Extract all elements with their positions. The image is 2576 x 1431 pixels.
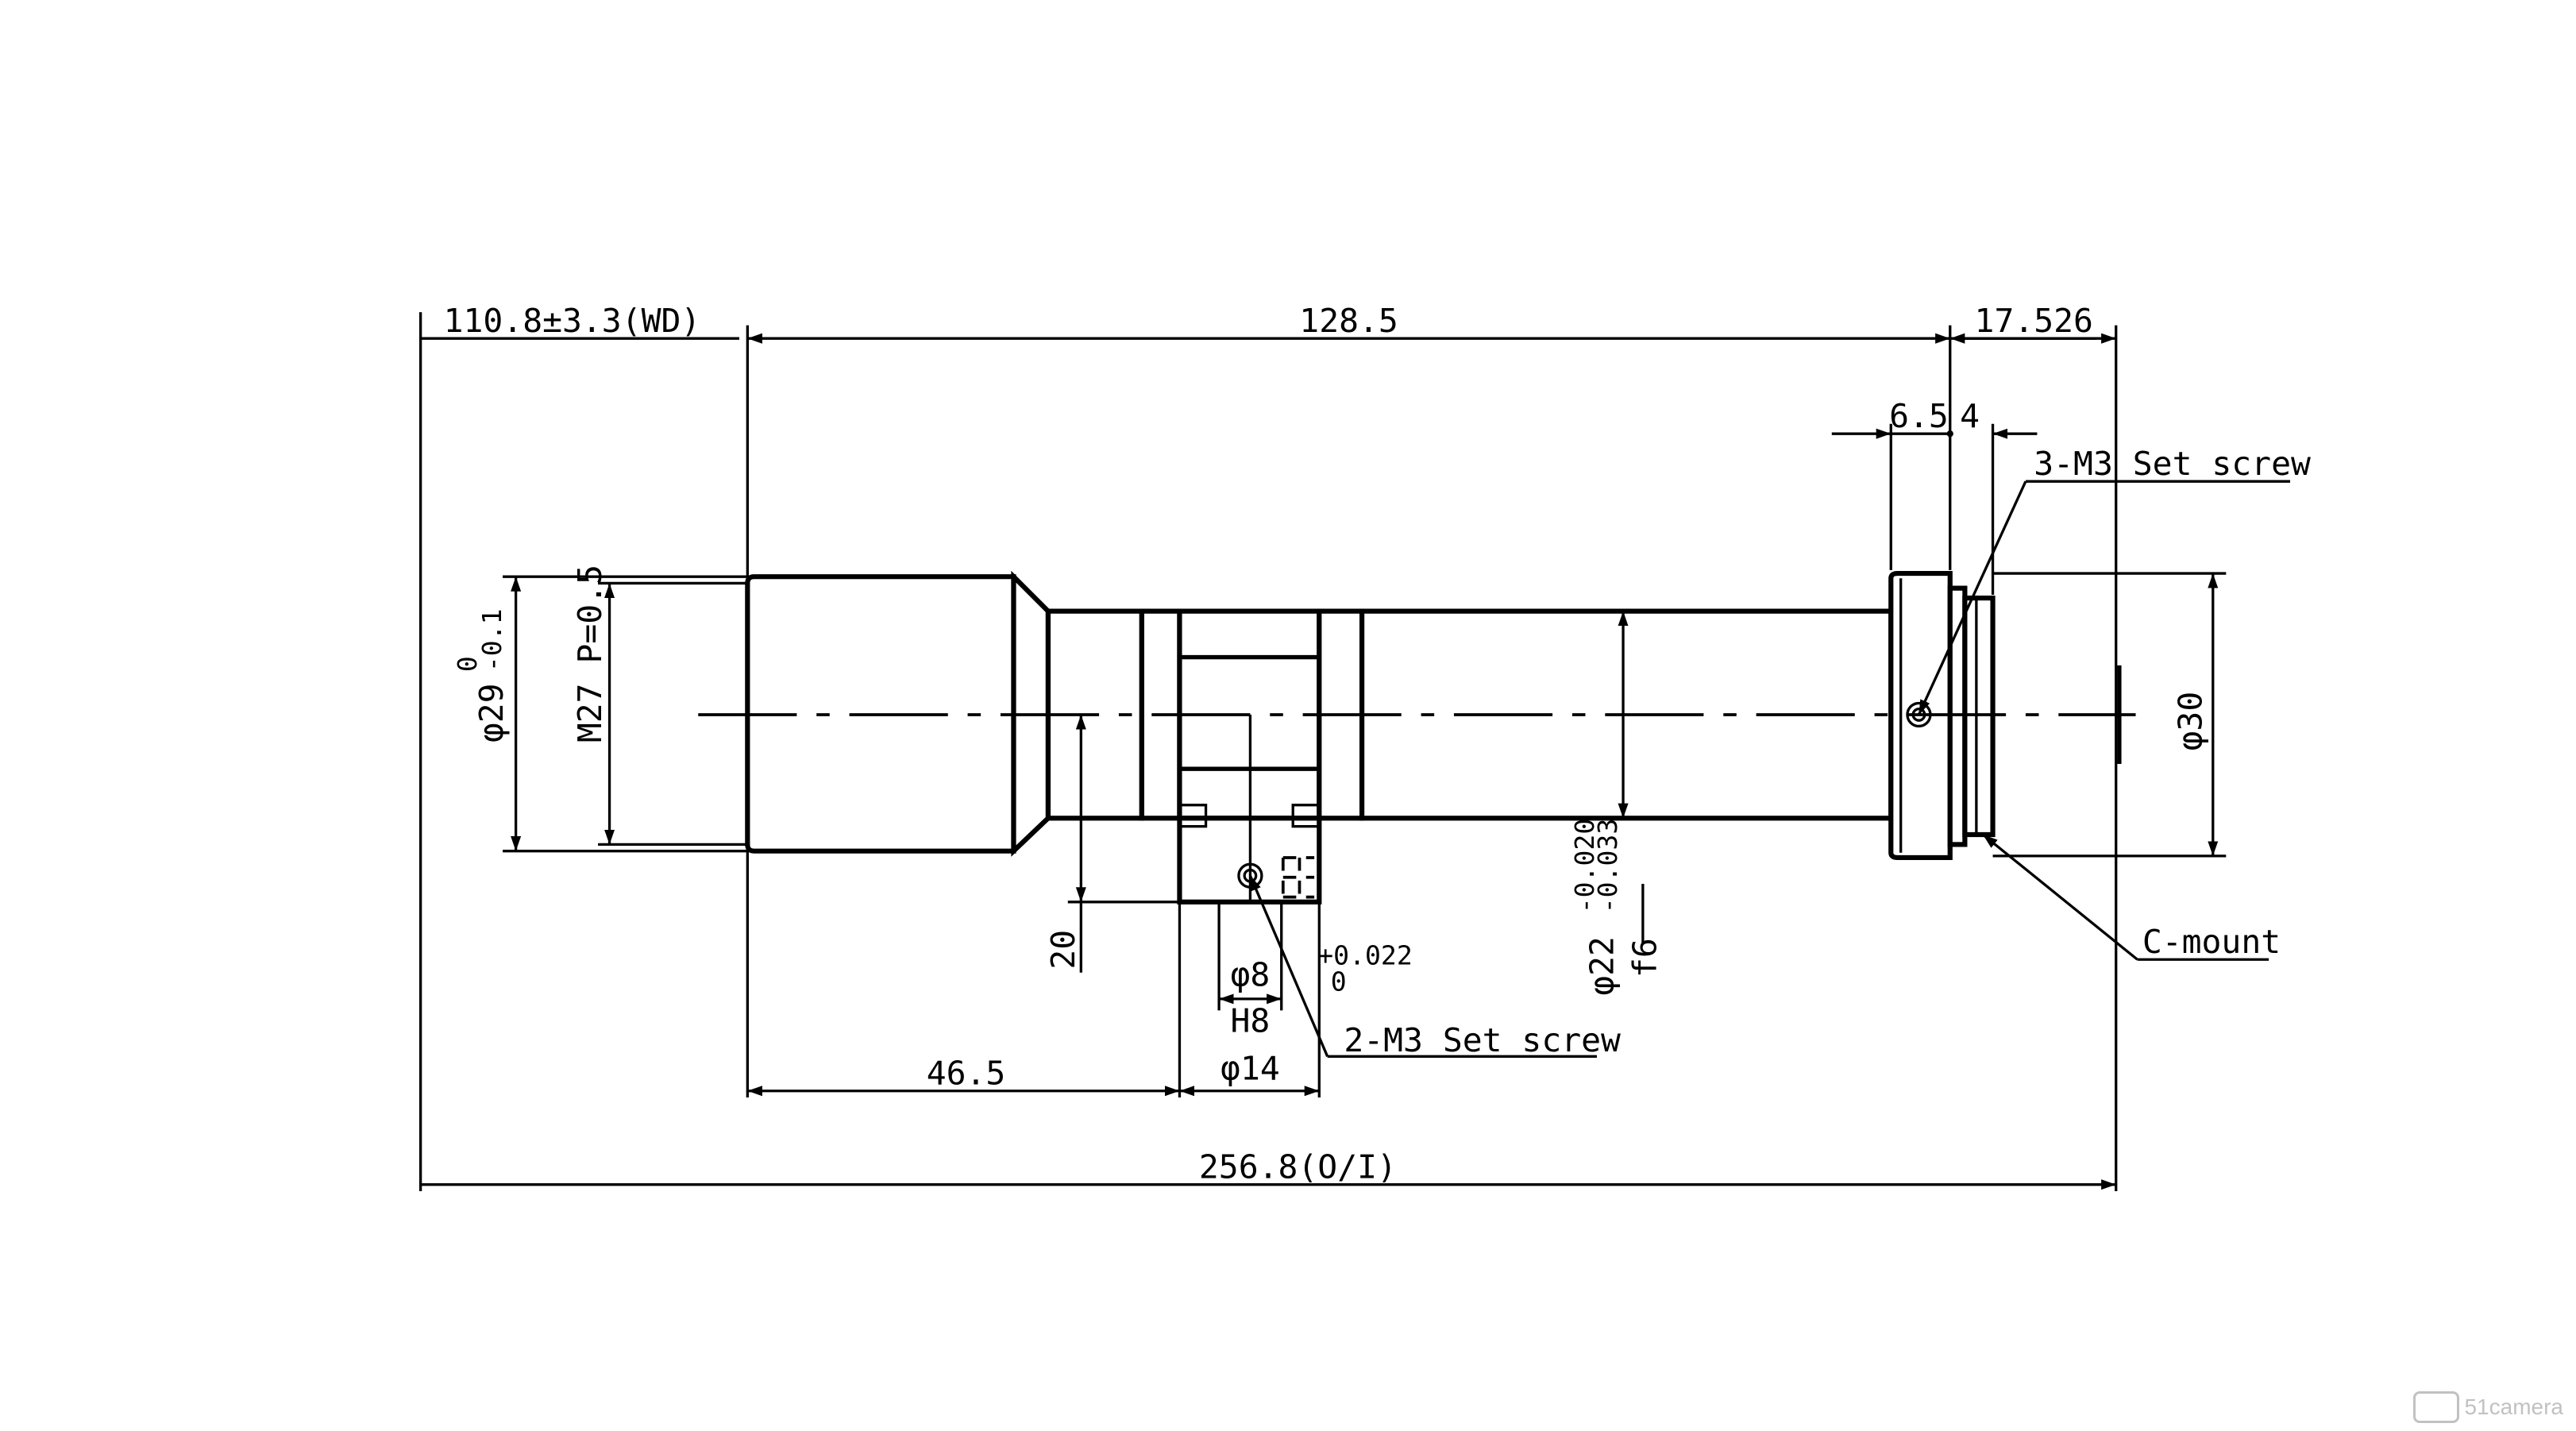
total-length-label: 256.8(O/I) (1199, 1148, 1397, 1186)
c-mount-label: C-mount (2142, 923, 2281, 961)
ring-set-screw-label: 3-M3 Set screw (2034, 445, 2311, 483)
clamp-offset-label: 46.5 (927, 1054, 1006, 1092)
c-mount-thread (1962, 595, 1996, 838)
hole-height-label: 20 (1044, 930, 1082, 970)
mount-flange-label: 17.526 (1975, 302, 2093, 340)
hole-tol-upper: +0.022 (1317, 939, 1413, 970)
length-main-label: 128.5 (1299, 302, 1398, 340)
camera-logo-icon (2413, 1391, 2460, 1423)
ring-width-label: 6.5 (1889, 397, 1949, 435)
clamp-set-screw-label: 2-M3 Set screw (1344, 1021, 1621, 1059)
front-diameter-label: φ29 (472, 683, 511, 742)
front-tol-upper: 0 (452, 656, 483, 672)
lens-body (745, 570, 1996, 904)
watermark: 51camera (2413, 1391, 2563, 1423)
clamp-hidden-lines (1281, 856, 1315, 899)
hole-fit-label: H8 (1231, 1001, 1271, 1040)
barrel-diameter-label: φ22 (1583, 936, 1622, 996)
filter-thread-label: M27 P=0.5 (571, 565, 609, 742)
barrel-fit-label: f6 (1625, 938, 1664, 978)
extension-lines (418, 312, 2227, 1191)
clamp-diameter-label: φ14 (1221, 1049, 1280, 1087)
wd-label: 110.8±3.3(WD) (444, 302, 701, 340)
thread-width-label: 4 (1960, 397, 1980, 435)
dimension-lines (420, 333, 2219, 1190)
watermark-brand: 51camera (2464, 1394, 2563, 1419)
barrel-tol-lower: -0.033 (1592, 819, 1623, 914)
barrel-tol-upper: -0.020 (1569, 819, 1600, 914)
hole-tol-lower: 0 (1331, 966, 1347, 997)
mount-diameter-label: φ30 (2171, 692, 2209, 751)
hole-diameter-label: φ8 (1231, 955, 1271, 993)
leader-lines (1248, 480, 2291, 1058)
front-tol-lower: -0.1 (476, 608, 507, 672)
